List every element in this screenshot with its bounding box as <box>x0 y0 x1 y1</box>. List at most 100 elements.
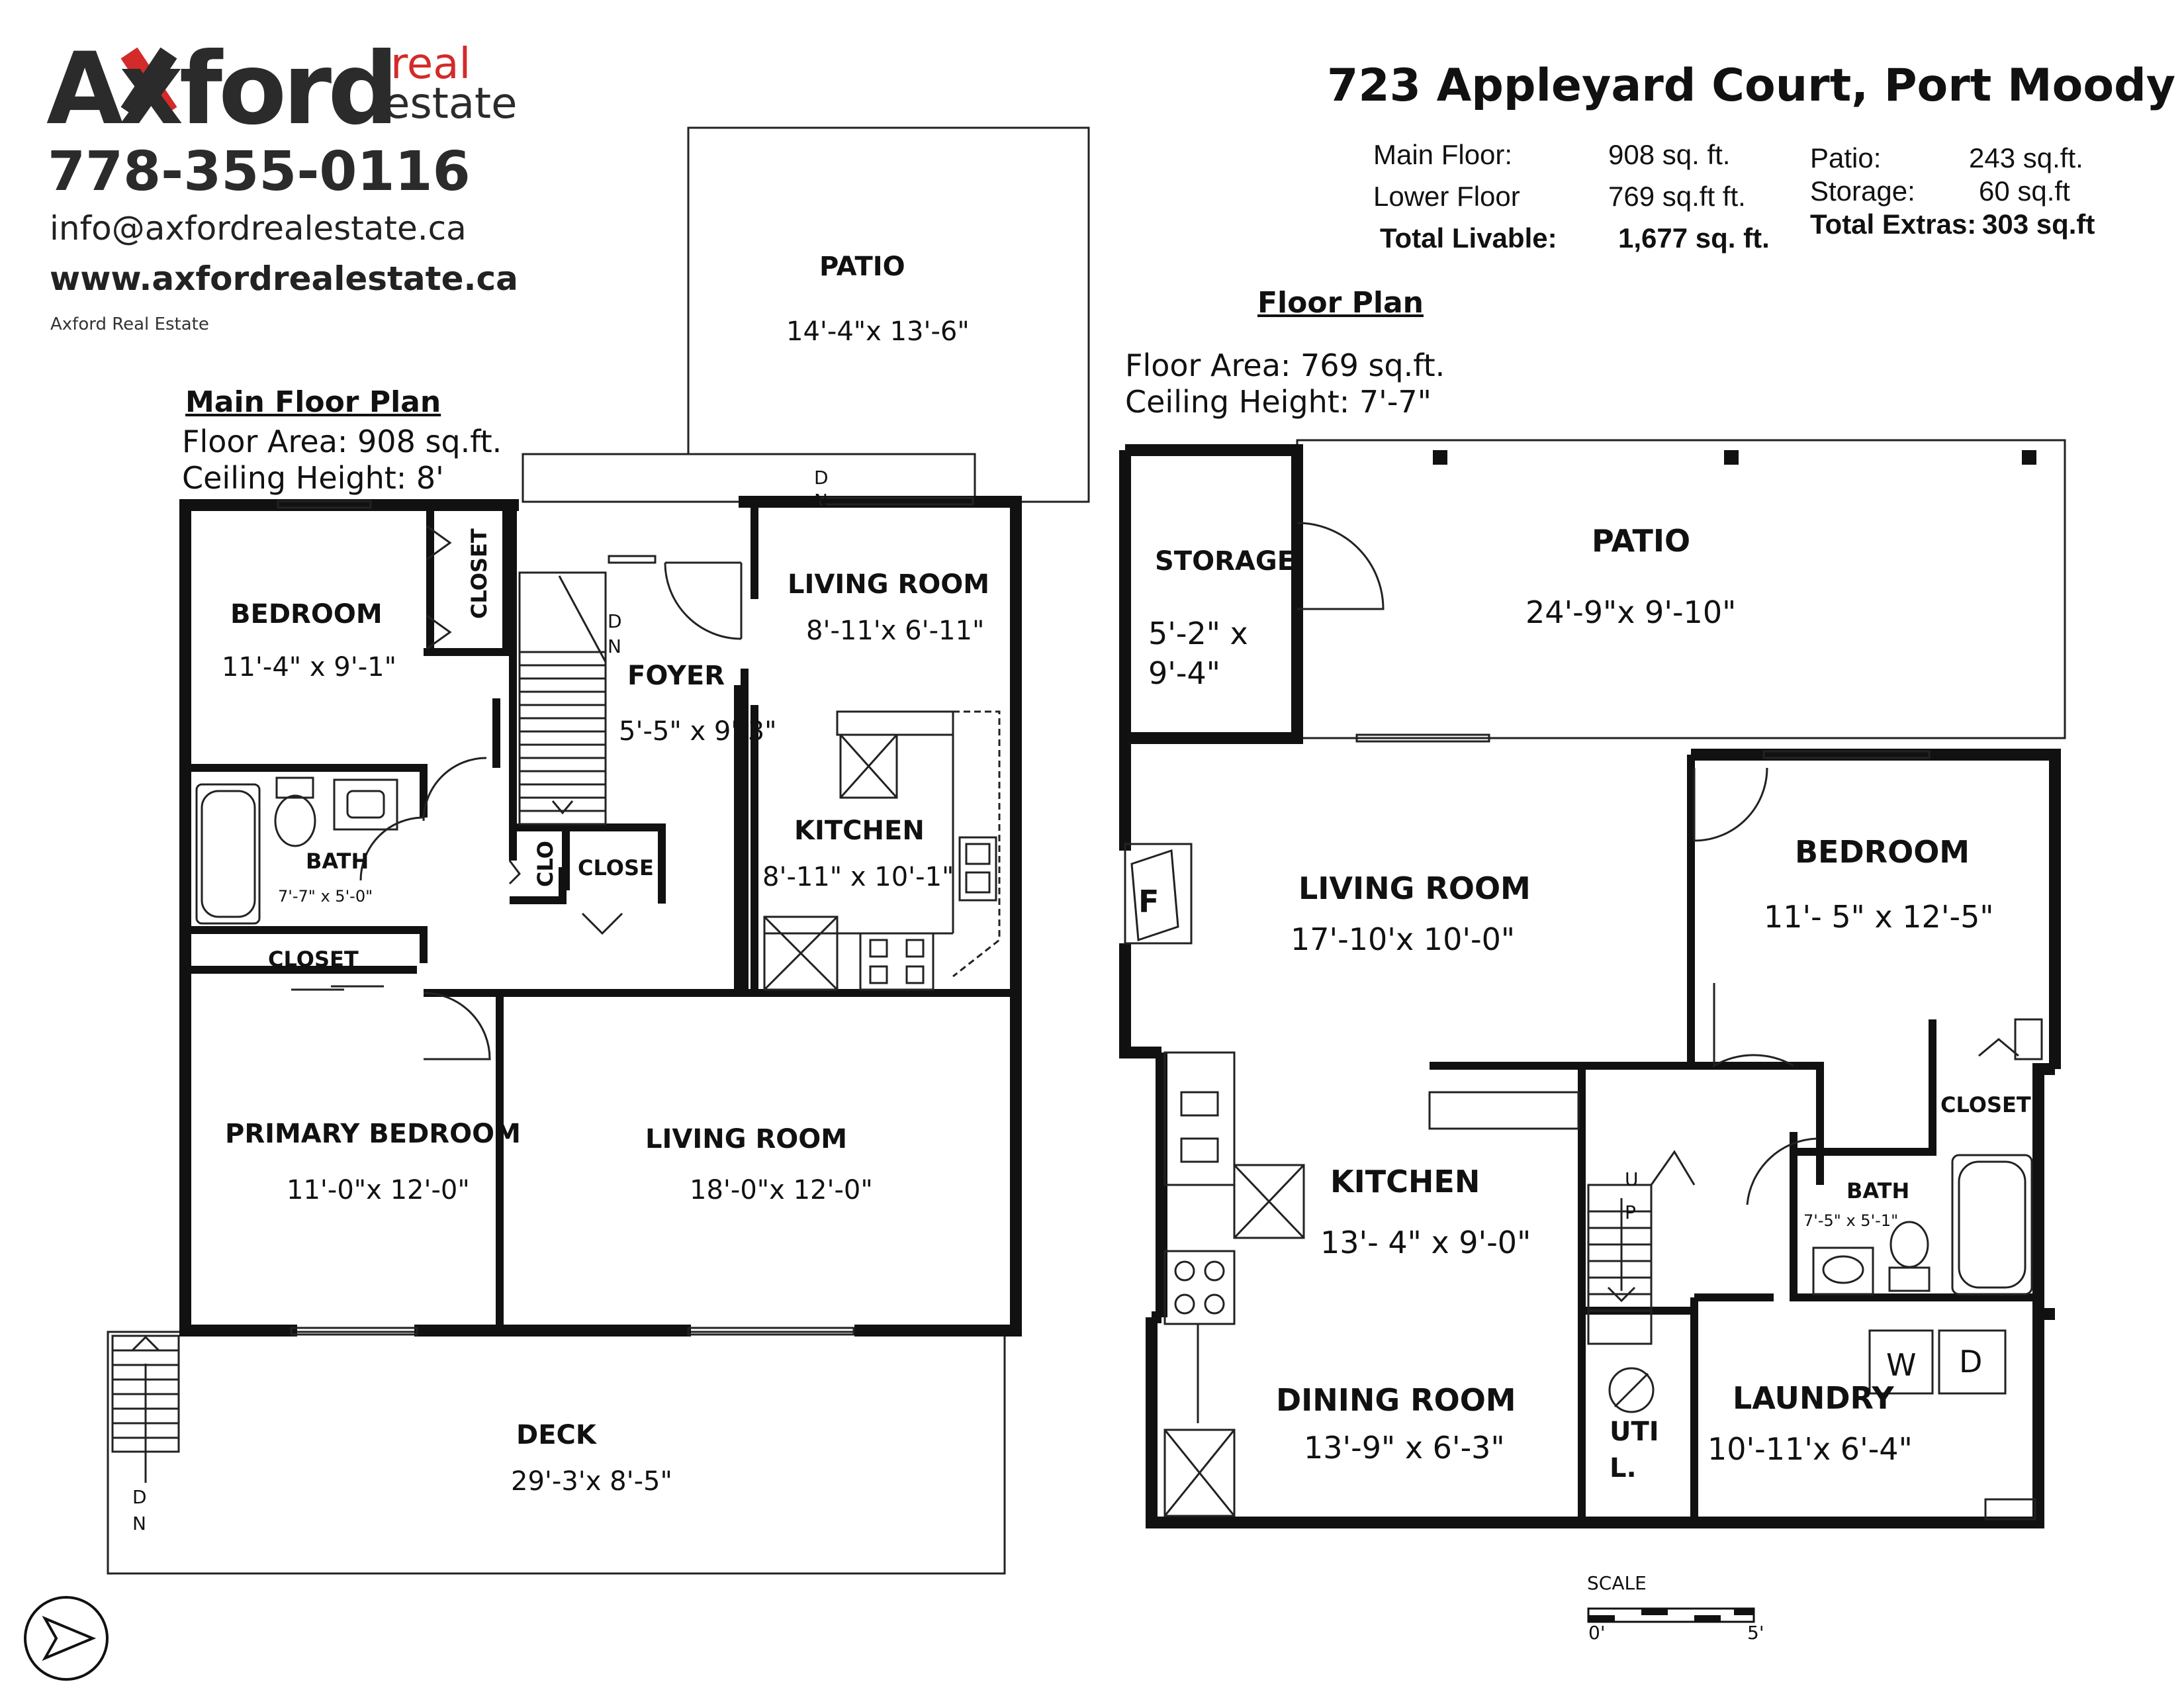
washer-label: W <box>1886 1347 1917 1383</box>
lower-stair-up-u: U <box>1625 1168 1639 1190</box>
extra-total-value: 303 sq.ft <box>1982 209 2095 240</box>
brand-company: Axford Real Estate <box>50 314 209 334</box>
main-floor-ceiling: Ceiling Height: 8' <box>182 460 444 496</box>
area-lower-label: Lower Floor <box>1373 181 1520 212</box>
deck-stair-dn-n: N <box>132 1513 146 1534</box>
lower-living-name: LIVING ROOM <box>1298 870 1531 906</box>
closet-mid-doors <box>291 985 384 991</box>
main-closet-mid-name: CLOSET <box>268 947 359 972</box>
main-bedroom-dim: 11'-4" x 9'-1" <box>222 652 397 682</box>
lower-stair-up-p: P <box>1625 1201 1636 1223</box>
washer-dryer <box>1868 1329 2007 1395</box>
main-exterior-walls <box>179 496 1022 1336</box>
logo-wordmark: Axford <box>46 40 398 139</box>
main-bath-fixtures <box>195 776 398 925</box>
deck-stair-dn-d: D <box>132 1486 147 1508</box>
area-total-value: 1,677 sq. ft. <box>1618 222 1770 254</box>
bath-door <box>422 757 487 821</box>
lower-stairs <box>1587 1150 1696 1345</box>
lower-bath-fixtures <box>1812 1154 2033 1295</box>
deck-dim: 29'-3'x 8'-5" <box>511 1466 672 1497</box>
foyer-name: FOYER <box>627 661 725 691</box>
kitchen-stove <box>869 939 925 984</box>
dryer-label: D <box>1959 1344 1983 1380</box>
dining-room-dim: 13'-9" x 6'-3" <box>1304 1430 1505 1466</box>
lower-floor-ceiling: Ceiling Height: 7'-7" <box>1125 384 1432 420</box>
patio-posts <box>1433 450 2036 465</box>
patio-stair-dn-n: N <box>814 490 828 512</box>
main-bedroom-name: BEDROOM <box>230 599 383 630</box>
main-floor-title: Main Floor Plan <box>185 385 441 419</box>
laundry-name: LAUNDRY <box>1733 1380 1894 1416</box>
lower-kitchen-name: KITCHEN <box>1330 1164 1480 1199</box>
main-patio-name: PATIO <box>819 252 905 282</box>
main-windows <box>277 496 974 1336</box>
fireplace <box>1124 843 1193 945</box>
brand-email[interactable]: info@axfordrealestate.ca <box>50 209 467 248</box>
utility-name-2: L. <box>1610 1453 1637 1483</box>
area-main-label: Main Floor: <box>1373 139 1513 170</box>
deck-name: DECK <box>516 1420 596 1450</box>
area-lower-value: 769 sq.ft ft. <box>1608 181 1746 212</box>
logo-sub-estate: estate <box>384 79 518 128</box>
extra-total-label: Total Extras: <box>1810 209 1977 240</box>
utility-meter <box>1608 1367 1655 1413</box>
main-living-top-dim: 8'-11'x 6'-11" <box>806 616 985 646</box>
entry-landing <box>522 453 976 503</box>
scale-max: 5' <box>1747 1622 1764 1644</box>
main-living-dim: 18'-0"x 12'-0" <box>690 1175 873 1205</box>
close-name: CLOSE <box>578 855 654 880</box>
extra-patio-value: 243 sq.ft. <box>1969 142 2083 173</box>
scale-label: SCALE <box>1587 1572 1647 1594</box>
main-closet-top-name: CLOSET <box>467 528 492 619</box>
main-floor-area: Floor Area: 908 sq.ft. <box>182 424 502 459</box>
area-total-label: Total Livable: <box>1380 222 1557 254</box>
lower-living-dim: 17'-10'x 10'-0" <box>1291 921 1516 957</box>
lower-patio-dim: 24'-9"x 9'-10" <box>1525 594 1737 630</box>
primary-door <box>423 992 491 1060</box>
deck-outline <box>107 1331 1006 1575</box>
lower-bedroom-name: BEDROOM <box>1795 834 1970 870</box>
extra-storage-value: 60 sq.ft <box>1979 175 2070 207</box>
lower-closet-name: CLOSET <box>1940 1092 2031 1117</box>
main-patio-outline <box>687 126 1090 503</box>
main-interior-walls <box>185 502 1016 1331</box>
main-kitchen-name: KITCHEN <box>794 816 925 846</box>
fireplace-label: F <box>1138 884 1160 919</box>
lower-interior-walls <box>1430 755 2038 1523</box>
extra-storage-label: Storage: <box>1810 175 1915 207</box>
brand-website[interactable]: www.axfordrealestate.ca <box>50 259 518 298</box>
lower-patio-name: PATIO <box>1592 523 1691 559</box>
north-compass <box>24 1596 109 1681</box>
laundry-dim: 10'-11'x 6'-4" <box>1707 1431 1913 1467</box>
lower-floor-title: Floor Plan <box>1257 286 1424 320</box>
entry-door <box>664 561 743 640</box>
patio-stair-dn-d: D <box>814 467 829 489</box>
foyer-dim: 5'-5" x 9'-3" <box>619 716 777 747</box>
kitchen-counters <box>763 710 1001 991</box>
logo-text: Axford <box>46 32 398 147</box>
lower-windows <box>1355 733 1931 1130</box>
main-bath-name: BATH <box>306 849 369 874</box>
primary-bedroom-dim: 11'-0"x 12'-0" <box>287 1175 470 1205</box>
lower-patio-outline <box>1296 439 2066 739</box>
lower-bath-dim: 7'-5" x 5'-1" <box>1803 1211 1899 1230</box>
logo-x-mark <box>120 47 177 118</box>
property-address: 723 Appleyard Court, Port Moody <box>1327 60 2176 112</box>
lower-bath-name: BATH <box>1846 1178 1910 1203</box>
primary-bedroom-name: PRIMARY BEDROOM <box>225 1119 521 1149</box>
foyer-stair-dn-d: D <box>608 610 622 632</box>
lower-bedroom-dim: 11'- 5" x 12'-5" <box>1764 899 1994 935</box>
closet-top-walls <box>426 510 510 652</box>
area-main-value: 908 sq. ft. <box>1608 139 1731 170</box>
foyer-stair-dn-n: N <box>608 635 621 657</box>
storage-walls <box>1119 444 1303 744</box>
main-bath-dim: 7'-7" x 5'-0" <box>278 887 373 906</box>
clo-name: CLO <box>533 841 558 887</box>
lower-kitchen-dim: 13'- 4" x 9'-0" <box>1320 1225 1531 1260</box>
brand-phone[interactable]: 778-355-0116 <box>48 140 471 203</box>
main-kitchen-dim: 8'-11" x 10'-1" <box>762 862 954 892</box>
utility-name-1: UTI <box>1610 1417 1659 1447</box>
storage-dim-2: 9'-4" <box>1148 655 1220 691</box>
